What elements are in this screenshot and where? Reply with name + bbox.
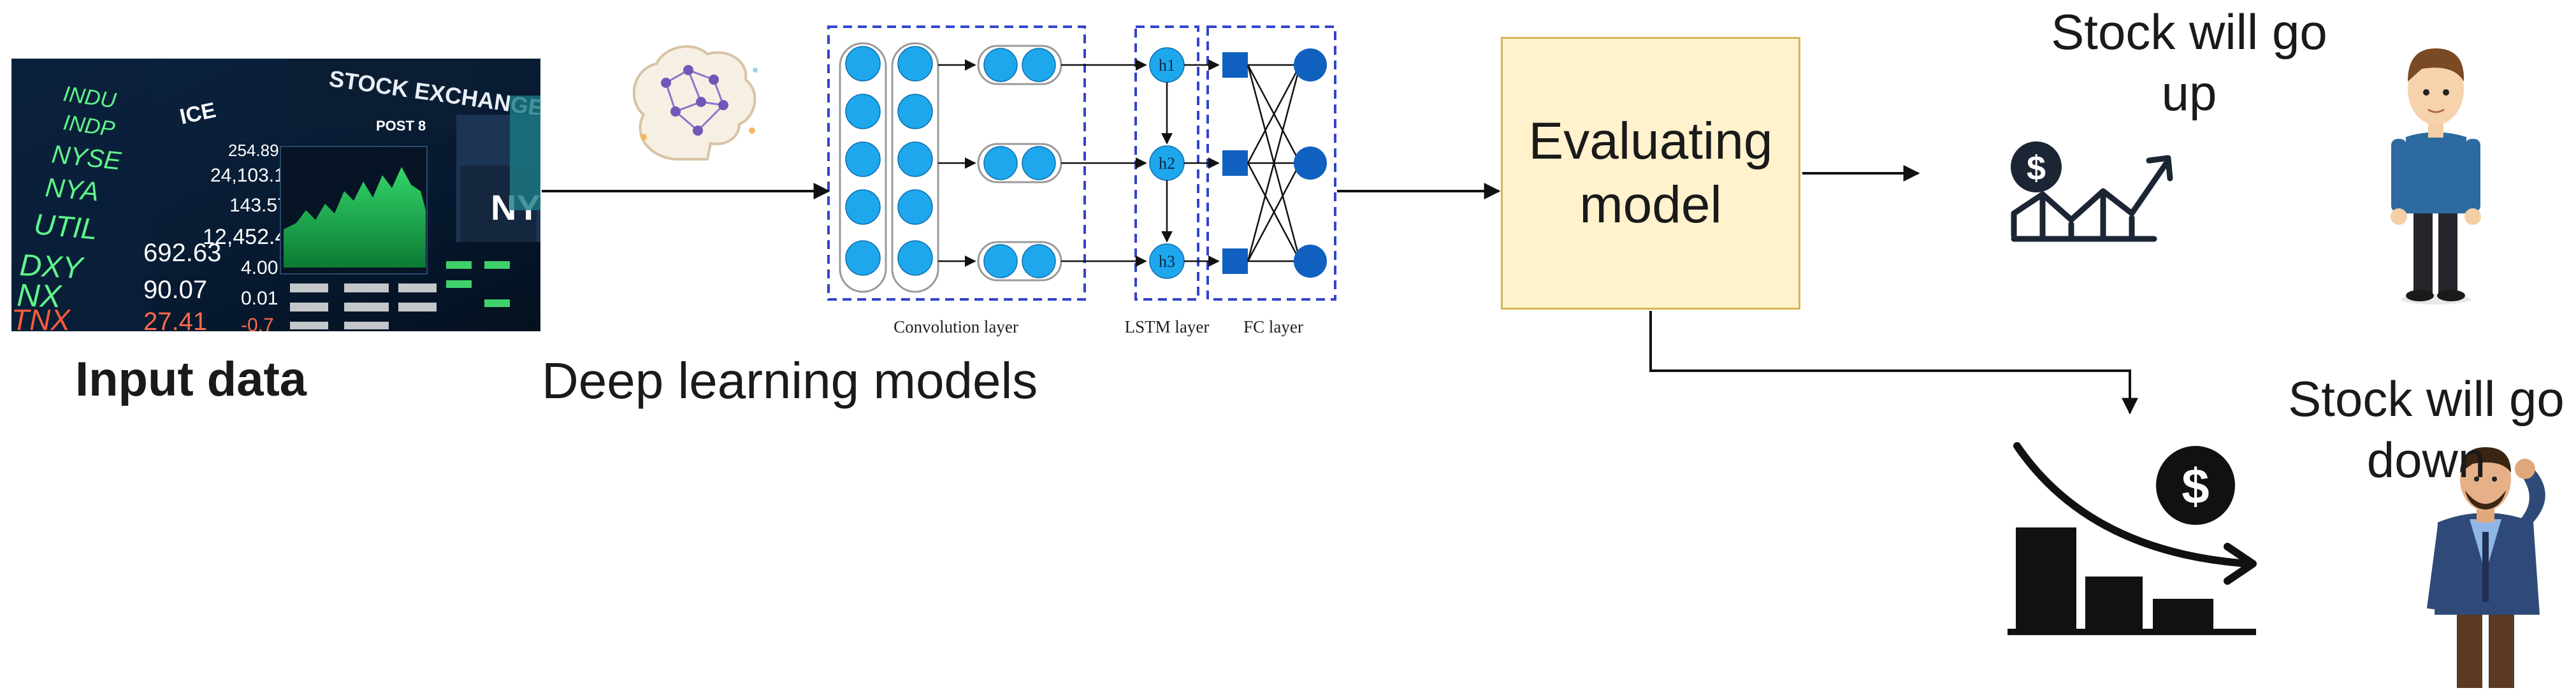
stock-down-chart-icon: $: [2008, 442, 2257, 635]
ticker-value: 90.07: [143, 276, 207, 304]
convolution-layer-caption: Convolution layer: [894, 317, 1018, 336]
neuron: [897, 189, 933, 225]
hidden-state-label: h3: [1159, 252, 1175, 271]
flow-arrows: [542, 165, 2138, 415]
neuron: [845, 94, 881, 129]
neuron: [983, 146, 1018, 180]
stock-down-line-2: down: [2366, 432, 2486, 488]
dollar-icon: $: [2027, 149, 2046, 187]
arrow-eval-to-down: [1649, 311, 2138, 415]
ticker-value: 254.89: [228, 141, 279, 160]
fc-square-node: [1222, 150, 1248, 176]
neuron: [845, 141, 881, 177]
neuron: [897, 141, 933, 177]
neuron: [845, 46, 881, 82]
neuron: [1022, 48, 1056, 82]
neuron: [897, 94, 933, 129]
fc-square-node: [1222, 52, 1248, 78]
ticker-symbol: TNX: [11, 303, 71, 336]
stock-up-line-1: Stock will go: [2051, 4, 2327, 60]
ticker-change: 4.00: [241, 257, 278, 278]
fc-output-node: [1294, 245, 1327, 278]
price-chart-area: [284, 167, 426, 268]
fc-square-node: [1222, 248, 1248, 274]
dollar-icon: $: [2182, 458, 2209, 514]
ticker-value: 27.41: [143, 308, 207, 336]
lstm-layer-caption: LSTM layer: [1125, 317, 1210, 336]
eval-line-2: model: [1579, 176, 1722, 234]
evaluating-model-box: Evaluating model: [1501, 37, 1800, 310]
happy-investor-illustration: [2391, 48, 2481, 305]
neuron: [983, 48, 1018, 82]
hidden-state-label: h1: [1159, 56, 1175, 75]
neuron: [845, 189, 881, 225]
post-sign-text: POST 8: [376, 118, 426, 134]
neuron: [983, 244, 1018, 278]
neuron: [1022, 244, 1056, 278]
ticker-symbol: DXY: [18, 248, 85, 285]
ticker-symbol: UTIL: [33, 207, 99, 245]
deep-learning-label: Deep learning models: [542, 352, 1038, 409]
stock-down-label: Stock will go down: [2270, 368, 2576, 491]
eval-line-1: Evaluating: [1528, 112, 1773, 170]
neuron: [897, 240, 933, 276]
ticker-value: 692.63: [143, 239, 221, 267]
stock-up-line-2: up: [2161, 65, 2217, 121]
worried-investor-illustration: [2427, 447, 2545, 688]
neuron: [845, 240, 881, 276]
ticker-symbol: NX: [17, 277, 63, 314]
stock-up-label: Stock will go up: [2030, 1, 2348, 124]
fc-output-node: [1294, 48, 1327, 82]
fc-layer-caption: FC layer: [1243, 317, 1303, 336]
stock-up-chart-icon: $: [2011, 141, 2173, 242]
neuron: [897, 46, 933, 82]
ticker-symbol: NYA: [44, 172, 100, 206]
bar-mid: [2085, 577, 2143, 629]
neuron: [1022, 146, 1056, 180]
input-data-label: Input data: [75, 352, 307, 406]
ticker-change: 0.01: [241, 288, 278, 309]
cnn-lstm-network: h1 h2 h3: [827, 25, 1336, 336]
ticker-value: 143.57: [229, 195, 288, 216]
stock-down-line-1: Stock will go: [2288, 371, 2565, 427]
hidden-state-label: h2: [1159, 154, 1175, 173]
ticker-change: -0.7: [241, 315, 274, 336]
fc-output-node: [1294, 147, 1327, 180]
stock-board-image: STOCK EXCHANGE POST 8 ICE NY INDU INDP N…: [11, 59, 546, 336]
bar-tall: [2016, 527, 2076, 629]
ai-brain-icon: [632, 45, 758, 161]
bar-short: [2153, 599, 2213, 629]
